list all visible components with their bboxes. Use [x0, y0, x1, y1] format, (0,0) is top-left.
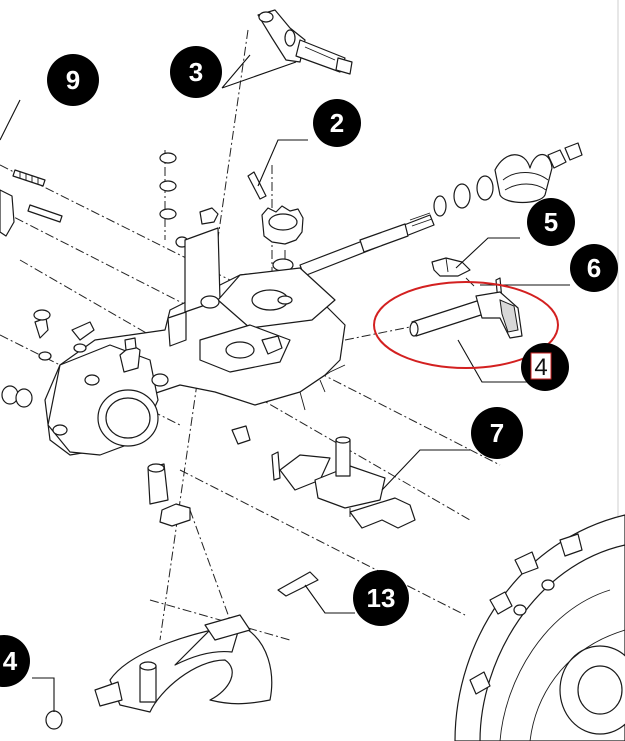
- callout-2: 2: [313, 99, 361, 147]
- spring-rod-assembly: [299, 142, 583, 277]
- callout-6: 6: [570, 244, 618, 292]
- clutch-housing: [454, 514, 625, 741]
- callout-label: 7: [490, 418, 504, 448]
- callout-label: 2: [330, 108, 344, 138]
- callout-label: 4: [534, 354, 547, 381]
- callout-label: 4: [3, 646, 18, 676]
- callout-14: 4: [0, 635, 30, 687]
- callout-3: 3: [170, 46, 222, 98]
- part-4-lever-shaft: [409, 277, 523, 339]
- callout-9: 9: [47, 54, 99, 106]
- callout-4-marker: [530, 352, 552, 380]
- callout-label: 6: [587, 253, 601, 283]
- callout-label: 9: [66, 65, 80, 95]
- lower-fittings: [147, 425, 281, 527]
- leader-lines: [0, 54, 570, 712]
- callout-5: 5: [527, 198, 575, 246]
- callout-4: 4: [521, 343, 569, 391]
- callout-7: 7: [471, 407, 523, 459]
- bushing: [45, 710, 63, 730]
- callout-13: 13: [353, 570, 409, 626]
- part-9-studs: [0, 169, 63, 237]
- part-13-fork: [94, 571, 319, 713]
- part-3-pin-and-bolt: [257, 9, 353, 75]
- part-2-roll-pin: [247, 171, 267, 200]
- highlight-ellipse: [373, 281, 559, 369]
- callout-label: 13: [367, 583, 396, 613]
- callout-label: 5: [544, 207, 558, 237]
- main-housing: [44, 227, 346, 456]
- left-fittings: [1, 309, 95, 408]
- part-7-spindle-plate: [279, 436, 416, 529]
- callout-label: 3: [189, 57, 203, 87]
- part-5-clip: [431, 257, 471, 277]
